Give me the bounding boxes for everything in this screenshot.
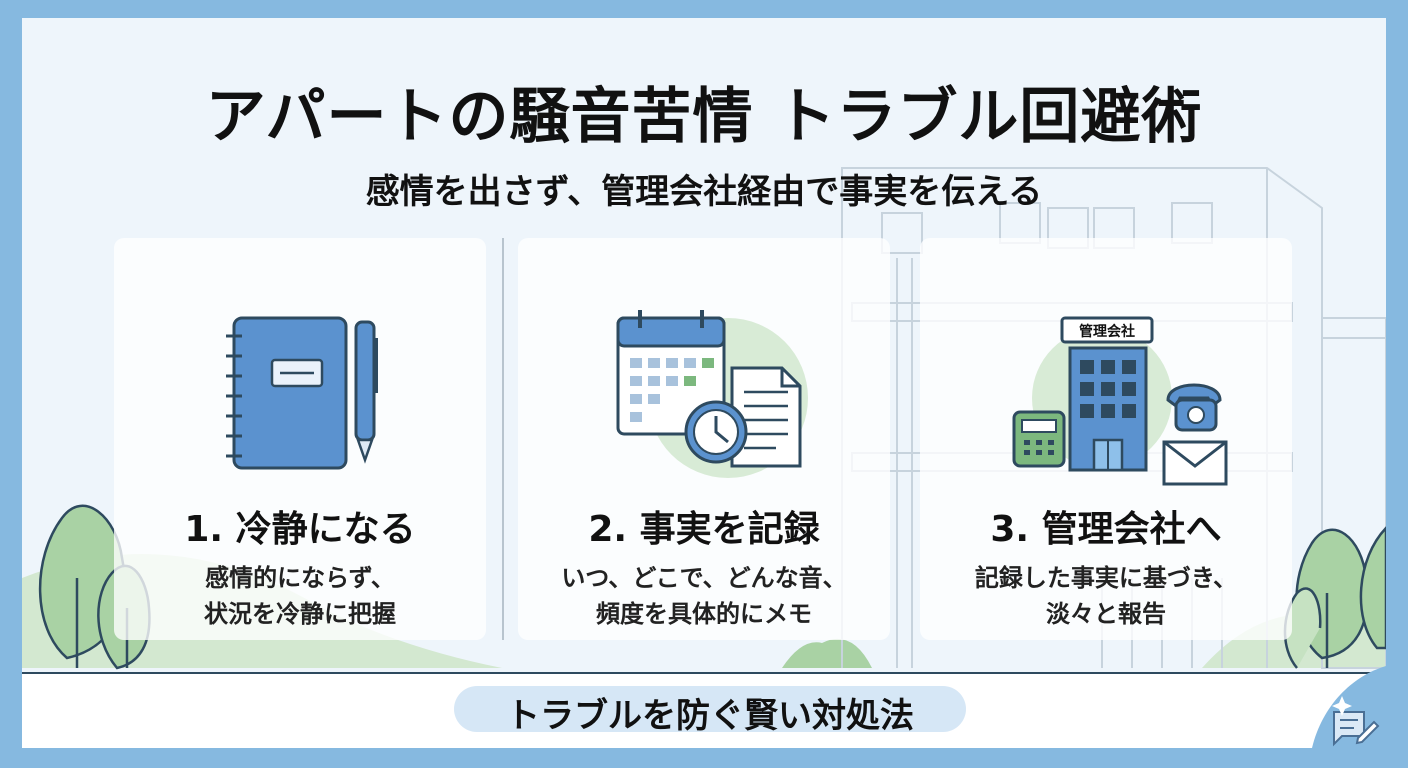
page-title: アパートの騒音苦情 トラブル回避術: [205, 82, 1203, 152]
footer-caption: トラブルを防ぐ賢い対処法: [506, 696, 914, 736]
step-description: 記録した事実に基づき、 淡々と報告: [920, 560, 1292, 632]
step-line: 感情的にならず、: [205, 564, 395, 592]
step-line: 頻度を具体的にメモ: [596, 600, 812, 628]
notebook-pen-icon: [226, 316, 378, 470]
step-card-1: 1. 冷静になる 感情的にならず、 状況を冷静に把握: [114, 238, 486, 640]
step-description: いつ、どこで、どんな音、 頻度を具体的にメモ: [518, 560, 890, 632]
management-office-icon: 管理会社: [1012, 316, 1228, 486]
step-line: 状況を冷静に把握: [204, 600, 396, 628]
office-sign-text: 管理会社: [1079, 323, 1135, 340]
step-line: 記録した事実に基づき、: [974, 564, 1238, 592]
step-card-3: 管理会社 3. 管理会社へ 記録した事実に基づき、 淡々と報告: [920, 238, 1292, 640]
step-card-2: 2. 事実を記録 いつ、どこで、どんな音、 頻度を具体的にメモ: [518, 238, 890, 640]
step-heading: 3. 管理会社へ: [990, 509, 1222, 550]
card-divider: [502, 238, 504, 640]
edit-note-badge-icon: [1312, 666, 1386, 748]
page-subtitle: 感情を出さず、管理会社経由で事実を伝える: [365, 172, 1043, 212]
step-description: 感情的にならず、 状況を冷静に把握: [114, 560, 486, 632]
infographic-canvas: アパートの騒音苦情 トラブル回避術 感情を出さず、管理会社経由で事実を伝える 1…: [22, 18, 1386, 748]
footer-pill: [454, 686, 966, 732]
step-line: いつ、どこで、どんな音、: [561, 564, 847, 592]
step-heading: 2. 事実を記録: [588, 509, 820, 550]
card-divider: [902, 238, 904, 640]
calendar-clock-document-icon: [616, 310, 808, 478]
step-heading: 1. 冷静になる: [184, 509, 416, 550]
step-line: 淡々と報告: [1046, 600, 1166, 628]
